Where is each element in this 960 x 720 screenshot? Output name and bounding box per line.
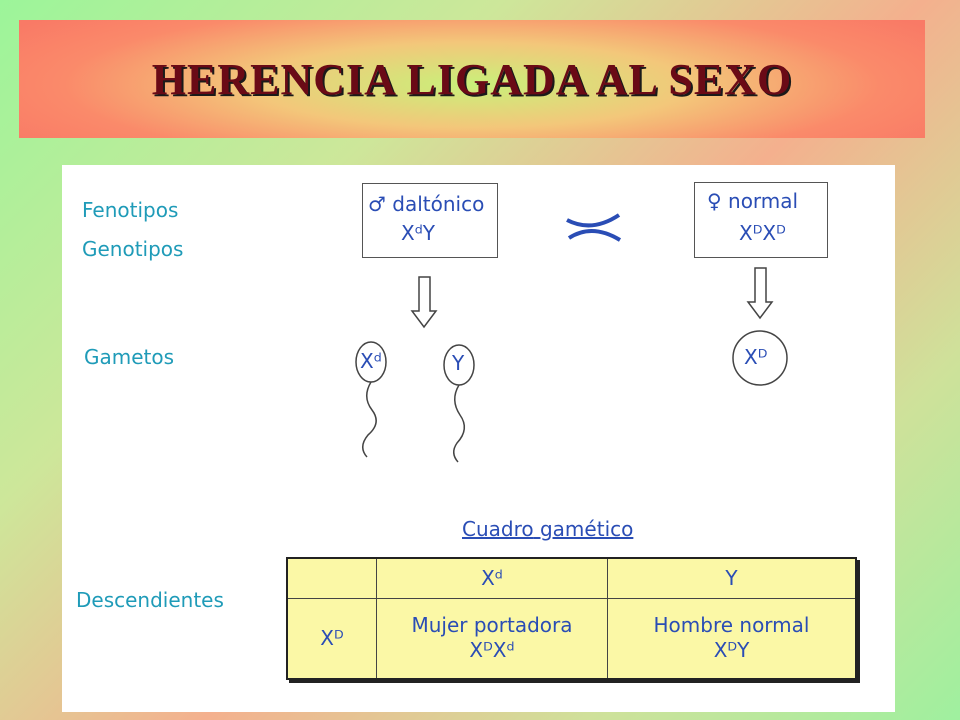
punnett-corner [286,557,377,599]
gamete-female-xD: Xᴰ [744,345,768,369]
offspring-genotype: XᴰY [713,638,750,663]
punnett-col-header: Xᵈ [376,557,608,599]
ovum-circle [732,330,788,386]
punnett-row-header: Xᴰ [286,597,377,680]
title-banner: HERENCIA LIGADA AL SEXO [19,20,925,138]
label-genotipos: Genotipos [82,237,184,261]
punnett-square: Xᵈ Y Xᴰ Mujer portadora XᴰXᵈ Hombre norm… [286,557,857,680]
label-gametos: Gametos [84,345,175,369]
cross-icon [566,213,622,242]
male-parent-box: ♂ daltónico XᵈY [362,183,498,258]
diagram-panel: Fenotipos Genotipos Gametos Descendiente… [62,165,895,712]
punnett-cell: Hombre normal XᴰY [607,597,857,680]
gamete-male-y: Y [452,351,465,375]
male-symbol-icon: ♂ [368,192,386,216]
male-genotype: XᵈY [401,221,436,245]
male-down-arrow-icon [410,276,438,329]
punnett-row: Xᴰ Mujer portadora XᴰXᵈ Hombre normal Xᴰ… [286,597,857,680]
offspring-name: Mujer portadora [411,613,573,638]
offspring-name: Hombre normal [653,613,810,638]
female-parent-box: ♀ normal XᴰXᴰ [694,182,828,258]
label-fenotipos: Fenotipos [82,198,179,222]
cuadro-word: Cuadro [462,517,534,541]
gametico-word: gamético [539,517,634,541]
page-title: HERENCIA LIGADA AL SEXO [151,54,793,104]
punnett-cell: Mujer portadora XᴰXᵈ [376,597,608,680]
sperm-tail-y [453,384,466,463]
female-down-arrow-icon [746,267,774,320]
female-genotype: XᴰXᴰ [739,221,786,245]
diagram-drawing [355,213,788,463]
punnett-header-row: Xᵈ Y [286,557,857,599]
female-symbol-icon: ♀ [707,189,722,213]
offspring-genotype: XᴰXᵈ [469,638,515,663]
cuadro-gametico-title: Cuadro gamético [462,517,633,541]
gamete-male-xd: Xᵈ [360,349,382,373]
label-descendientes: Descendientes [76,588,224,612]
female-phenotype: normal [728,189,799,213]
sperm-tail-xd [362,381,377,458]
male-phenotype: daltónico [392,192,485,216]
punnett-col-header: Y [607,557,857,599]
